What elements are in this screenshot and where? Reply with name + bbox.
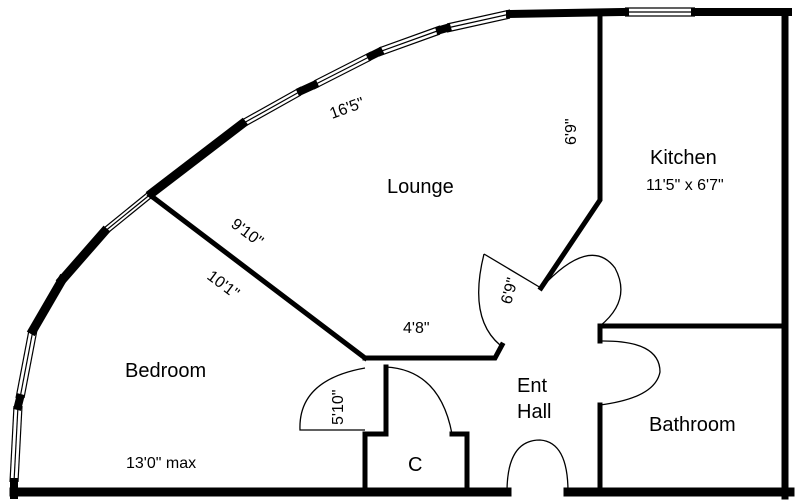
bedroom-diag-dimension: 10'1" [204,268,243,303]
lounge-door-swing [478,253,501,346]
curved-wall-seg-6 [26,273,69,337]
lounge-window-1 [446,9,511,33]
lounge-window-3 [313,51,372,90]
curved-wall-seg-7 [13,393,25,411]
entrance-door-swing [506,439,569,493]
door-swings [299,253,661,493]
hall-door-dimension: 6'9" [498,276,521,306]
windows [9,7,695,483]
bedroom-window-1 [103,188,153,237]
hall-label-line2: Hall [517,401,551,423]
bedroom-size: 13'0" max [126,455,196,472]
curved-wall-seg-4 [435,23,452,35]
kitchen-door-swing [540,254,622,327]
kitchen-window [625,7,695,17]
kitchen-lounge-wall [537,11,603,292]
top-wall-left [505,7,630,19]
bedroom-window-3 [9,405,23,483]
curved-wall-seg-3 [365,46,385,62]
hall-label-line1: Ent [517,375,547,397]
outer-walls [9,7,795,500]
kitchen-label: Kitchen [650,147,717,169]
curved-wall-seg-2 [295,79,320,97]
bedroom-label: Bedroom [125,360,206,382]
lounge-window-4 [241,86,302,129]
cupboard-door-swing [385,366,453,435]
bathroom-door-swing [599,340,661,406]
cupboard-dimension: 5'10" [330,390,347,425]
lounge-diag-dimension: 9'10" [228,216,267,251]
lounge-label: Lounge [387,176,454,198]
lounge-wall-dimension: 16'5" [328,95,367,123]
lounge-bottom-wall [362,341,506,361]
curved-wall-seg-5 [55,225,111,287]
cupboard-label: C [408,454,422,476]
bedroom-lounge-wall [146,191,369,362]
bedroom-door-swing [299,367,366,431]
lounge-right-dimension: 6'9" [563,118,580,145]
lounge-window-2 [378,25,441,57]
lounge-bottom-dimension: 4'8" [403,320,430,337]
internal-walls [146,11,786,493]
curved-wall-seg-1 [145,117,249,200]
bedroom-window-2 [15,329,38,399]
bathroom-label: Bathroom [649,414,736,436]
kitchen-size: 11'5" x 6'7" [646,177,724,194]
